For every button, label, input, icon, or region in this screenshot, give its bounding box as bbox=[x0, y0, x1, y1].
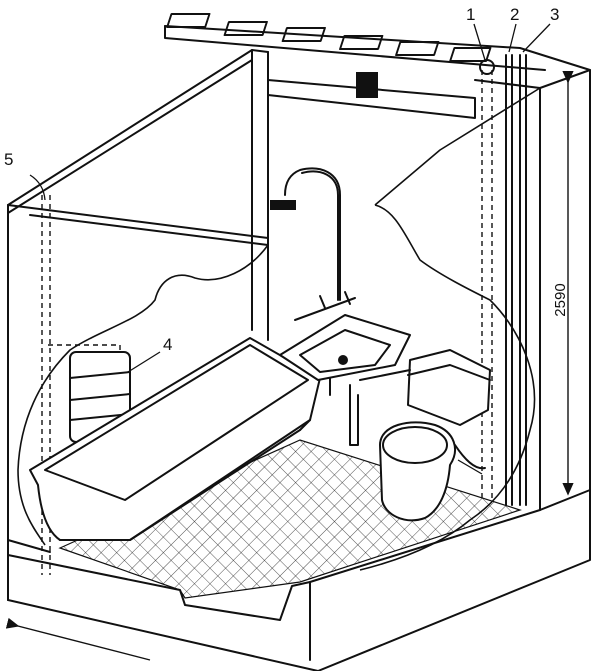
bathtub bbox=[29, 337, 321, 541]
riser-pipes bbox=[479, 54, 527, 506]
callout-4: 4 bbox=[163, 335, 172, 354]
callout-5: 5 bbox=[4, 150, 13, 169]
callout-3: 3 bbox=[550, 5, 559, 24]
callout-1: 1 bbox=[466, 5, 475, 24]
width-dimension bbox=[5, 617, 151, 661]
shower-head bbox=[270, 200, 296, 210]
sink bbox=[279, 314, 411, 446]
callout-2: 2 bbox=[510, 5, 519, 24]
shower bbox=[270, 167, 356, 321]
callouts: 1 2 3 4 5 bbox=[4, 5, 559, 373]
toilet bbox=[359, 349, 491, 522]
ventilation-grille bbox=[356, 72, 378, 98]
drain-riser-top bbox=[479, 59, 495, 75]
height-dimension: 2590 bbox=[552, 71, 574, 496]
height-dimension-label: 2590 bbox=[552, 283, 569, 316]
ceiling-vents bbox=[166, 13, 492, 62]
